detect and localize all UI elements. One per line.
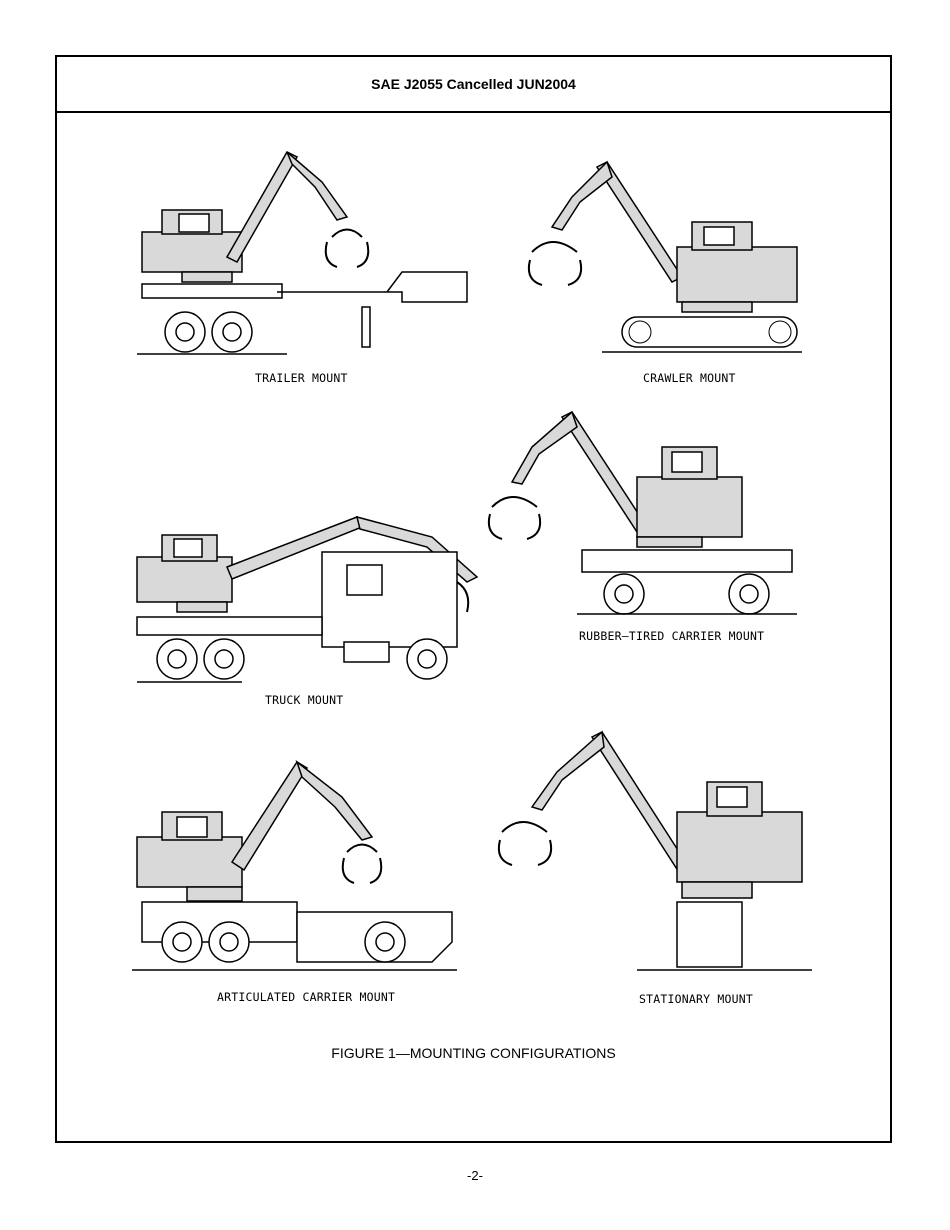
trailer-mount-label: TRAILER MOUNT [255,371,348,385]
stationary-mount-illustration [492,722,822,977]
rubber-tired-carrier-mount-illustration [487,402,807,617]
crawler-mount-illustration [522,152,822,362]
articulated-carrier-mount-label: ARTICULATED CARRIER MOUNT [217,990,396,1004]
crawler-mount-label: CRAWLER MOUNT [643,371,736,385]
trailer-mount-illustration [137,142,477,362]
stationary-mount-label: STATIONARY MOUNT [639,992,753,1006]
document-header: SAE J2055 Cancelled JUN2004 [57,57,890,113]
page-number: -2- [467,1168,483,1183]
figure-caption: FIGURE 1—MOUNTING CONFIGURATIONS [331,1045,616,1061]
header-title: SAE J2055 Cancelled JUN2004 [371,76,576,92]
truck-mount-illustration [132,507,492,687]
truck-mount-label: TRUCK MOUNT [265,693,344,707]
articulated-carrier-mount-illustration [132,752,462,977]
page-frame: SAE J2055 Cancelled JUN2004 TRAILE [55,55,892,1143]
rubber-tired-carrier-mount-label: RUBBER–TIRED CARRIER MOUNT [579,629,765,643]
